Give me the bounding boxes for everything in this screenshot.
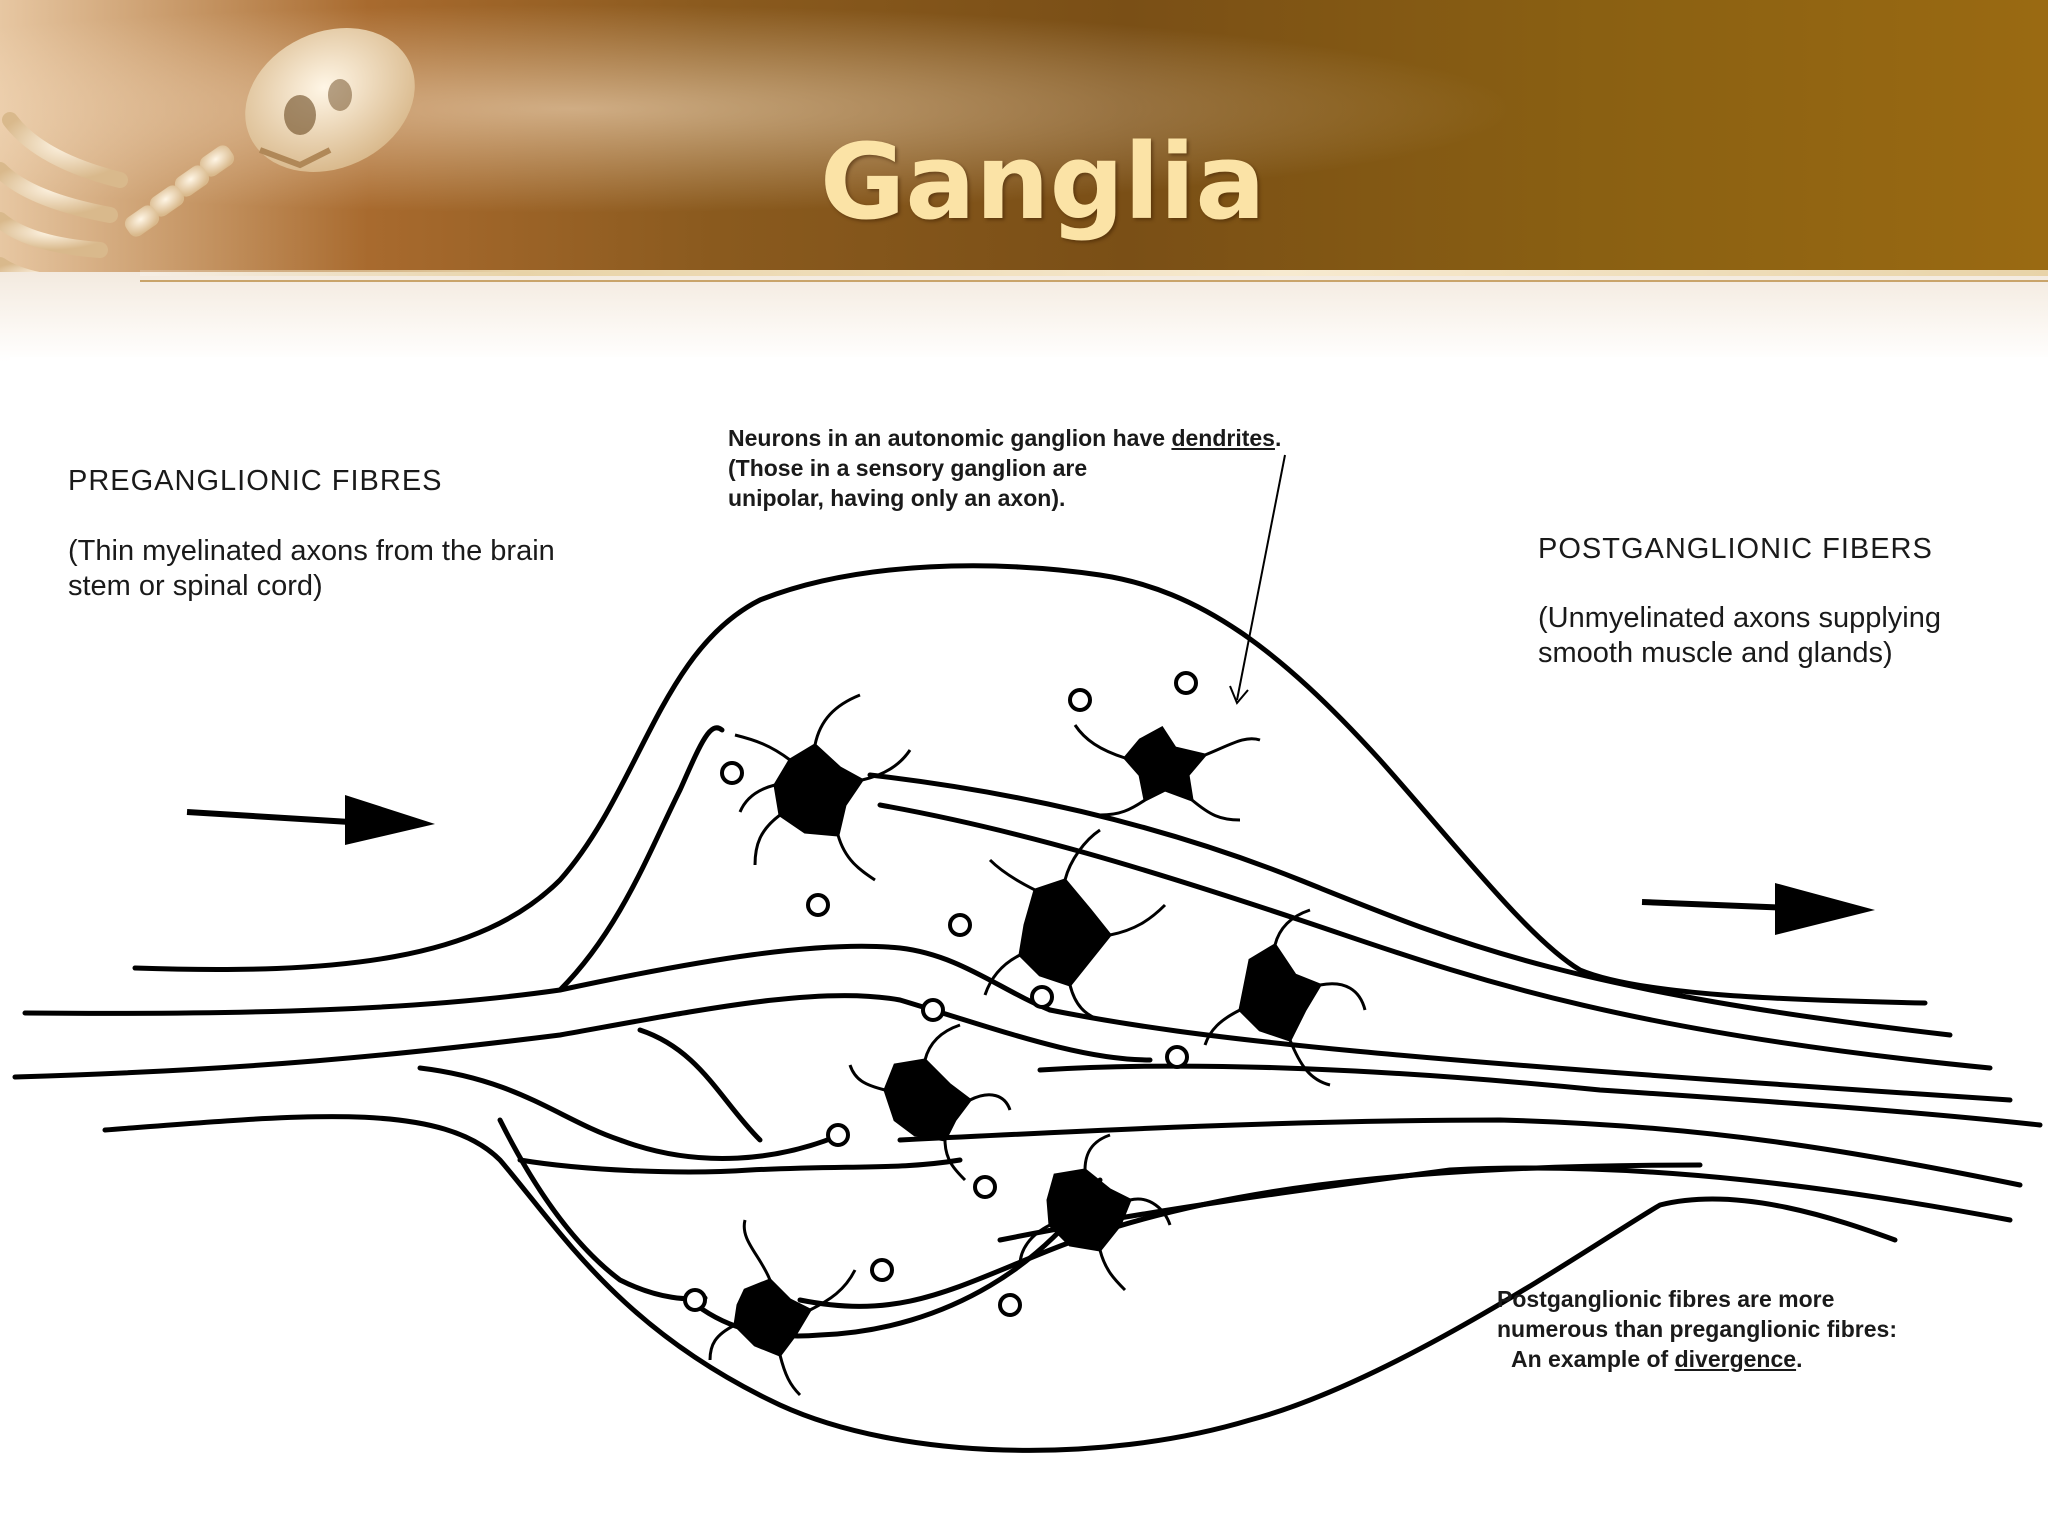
postganglionic-heading: POSTGANGLIONIC FIBERS <box>1538 533 1933 565</box>
neuron-5 <box>826 998 1012 1182</box>
divergence-note-post: . <box>1796 1345 1803 1372</box>
postganglionic-fibre-1 <box>867 772 1953 1038</box>
neuron-1 <box>720 693 912 917</box>
postganglionic-fibre-2 <box>877 802 1993 1071</box>
divergence-note-pre: An example of <box>1511 1345 1675 1372</box>
preganglionic-branch-3 <box>517 1157 963 1175</box>
neuron-7 <box>683 1219 894 1397</box>
neuron-note-line1-post: . <box>1274 425 1282 451</box>
preganglionic-fibre-3 <box>557 725 725 993</box>
ganglion-capsule-bottom <box>102 1114 1898 1453</box>
neuron-2 <box>1068 671 1261 822</box>
postganglionic-fibre-3 <box>1037 1063 2043 1128</box>
input-arrow-icon <box>186 795 435 845</box>
divergence-note-main: Postganglionic fibres are more numerous … <box>1497 1286 1897 1342</box>
postganglionic-fibre-5 <box>897 1117 2023 1188</box>
preganglionic-fibre-2 <box>12 992 1153 1080</box>
preganglionic-branch-1 <box>417 1065 843 1161</box>
slide-header: Ganglia <box>0 0 2048 272</box>
ganglion-capsule-top <box>132 563 1928 1006</box>
divergence-note: Postganglionic fibres are more numerous … <box>1497 1285 1897 1375</box>
divergence-note-term: divergence <box>1674 1345 1797 1372</box>
header-band <box>0 272 2048 362</box>
header-divider <box>140 270 2048 276</box>
preganglionic-branch-4 <box>497 1117 708 1302</box>
neuron-dendrite-note: Neurons in an autonomic ganglion have de… <box>728 424 1281 514</box>
dendrite-pointer-arrow <box>1229 454 1286 705</box>
neuron-6 <box>973 1133 1172 1317</box>
neuron-3 <box>948 828 1167 1022</box>
skeleton-image <box>0 28 415 272</box>
postganglionic-fibre-4 <box>1047 1007 2013 1103</box>
preganglionic-fibre-1 <box>22 943 1053 1016</box>
preganglionic-description: (Thin myelinated axons from the brain st… <box>68 535 555 602</box>
postganglionic-fibre-8 <box>687 1177 1103 1339</box>
header-divider-thin <box>140 280 2048 282</box>
preganglionic-heading: PREGANGLIONIC FIBRES <box>68 465 443 497</box>
output-arrow-icon <box>1641 883 1875 935</box>
neuron-note-line1-pre: Neurons in an autonomic ganglion have <box>728 425 1172 451</box>
slide-title: Ganglia <box>820 121 1266 243</box>
preganglionic-branch-2 <box>637 1027 763 1143</box>
neuron-note-term: dendrites <box>1171 425 1275 451</box>
postganglionic-description: (Unmyelinated axons supplying smooth mus… <box>1538 602 1941 669</box>
neuron-note-rest: (Those in a sensory ganglion are unipola… <box>728 454 1088 511</box>
neuron-4 <box>1165 908 1367 1087</box>
